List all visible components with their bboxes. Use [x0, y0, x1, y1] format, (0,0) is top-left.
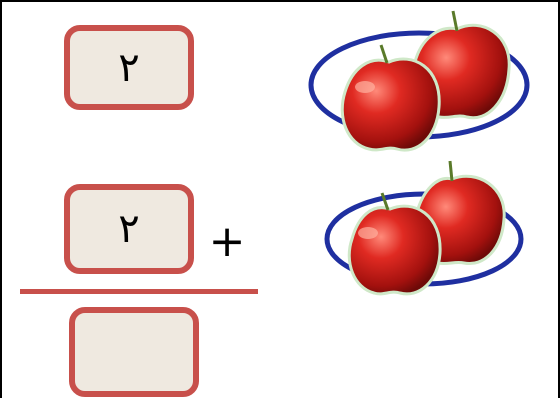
number-top: ٢: [118, 44, 140, 91]
plate-icon: [308, 10, 530, 152]
apple-icon: [340, 44, 441, 152]
answer-box[interactable]: [69, 307, 199, 397]
plate-icon: [324, 160, 524, 296]
number-middle: ٢: [118, 206, 140, 252]
sum-line: [20, 289, 258, 294]
apple-icon: [347, 192, 442, 296]
plate-middle: [322, 157, 532, 302]
number-box-middle: ٢: [64, 184, 194, 274]
plate-top: [307, 7, 537, 162]
plus-sign: +: [208, 216, 246, 267]
number-box-top: ٢: [64, 25, 194, 110]
